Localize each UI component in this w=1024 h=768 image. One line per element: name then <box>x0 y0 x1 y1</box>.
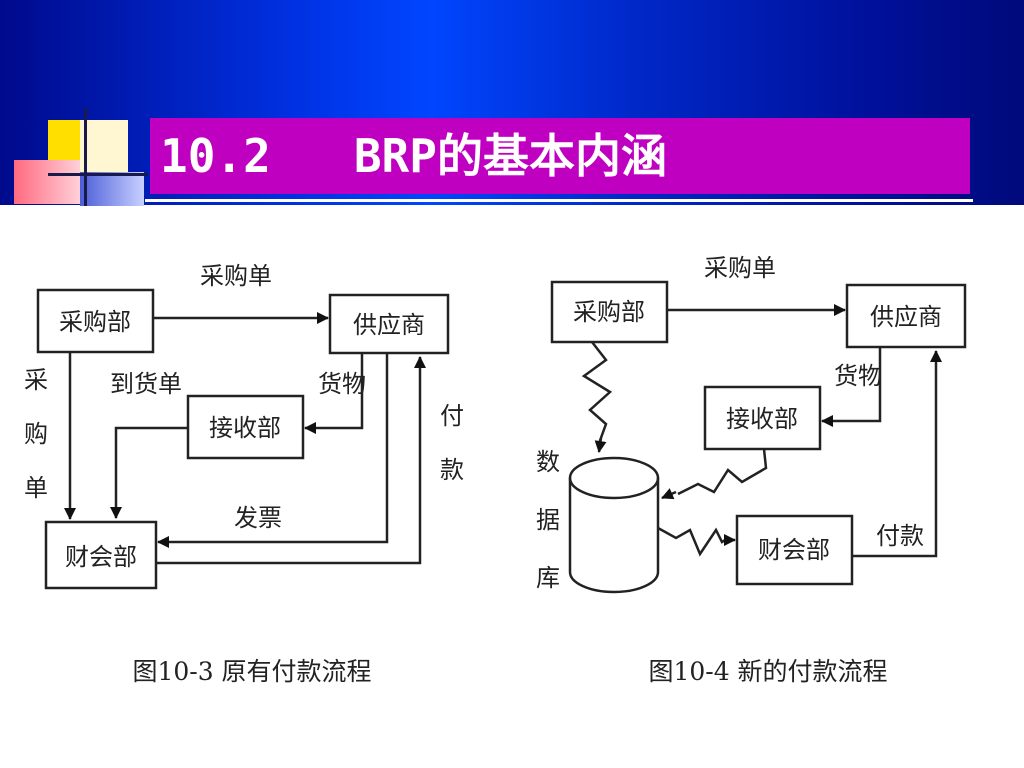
right-node-receiving-box <box>703 385 822 451</box>
left-node-finance: 财会部 <box>65 543 137 571</box>
decor-white-square <box>80 120 128 172</box>
right-link-database-finance <box>657 526 729 557</box>
left-diagram-text: 采购部 供应商 接收部 财会部 采购单 采 购 单 到货单 货物 付 款 发票 … <box>24 262 464 686</box>
left-node-finance-box <box>44 520 158 590</box>
slide-title: 10.2 BRP的基本内涵 <box>160 129 667 183</box>
right-arrow-payment <box>852 350 942 558</box>
right-arrow-goods <box>821 347 882 427</box>
left-label-purchase-order: 采购单 <box>200 262 272 290</box>
right-label-purchase-order: 采购单 <box>704 254 776 282</box>
database-cylinder <box>568 456 660 594</box>
left-label-invoice: 发票 <box>234 504 282 532</box>
right-link-purchasing-database <box>581 341 613 447</box>
right-diagram <box>550 280 967 594</box>
right-node-supplier: 供应商 <box>870 303 942 331</box>
left-node-supplier-box <box>328 293 450 355</box>
right-caption: 图10-4 新的付款流程 <box>648 657 887 686</box>
left-label-payment-v2: 款 <box>440 456 464 484</box>
right-label-goods: 货物 <box>834 362 882 390</box>
right-node-receiving: 接收部 <box>726 405 798 433</box>
right-diagram-text: 采购部 供应商 接收部 财会部 数 据 库 采购单 货物 付款 图10-4 新的… <box>536 254 942 686</box>
left-arrow-payment <box>156 356 426 565</box>
right-node-database-v2: 据 <box>536 506 560 534</box>
left-arrow-invoice <box>157 353 389 548</box>
left-arrow-delivery-note <box>110 426 188 519</box>
left-label-payment-v1: 付 <box>440 402 464 430</box>
left-diagram <box>36 288 450 590</box>
title-bar: 10.2 BRP的基本内涵 <box>150 118 970 194</box>
decor-vertical-line <box>84 108 87 206</box>
right-link-receiving-database-head <box>661 488 677 500</box>
left-label-purchase-order-v3: 单 <box>24 474 48 502</box>
title-underline <box>145 199 973 202</box>
right-node-finance: 财会部 <box>758 536 830 564</box>
right-node-purchasing-box <box>550 280 669 344</box>
decor-blue-square <box>80 172 144 206</box>
right-link-receiving-database <box>677 448 768 496</box>
left-label-purchase-order-v2: 购 <box>24 420 48 448</box>
left-label-delivery-note: 到货单 <box>110 370 182 398</box>
left-caption: 图10-3 原有付款流程 <box>132 657 371 686</box>
decor-horizontal-line <box>48 173 148 176</box>
right-label-payment: 付款 <box>876 522 924 550</box>
left-node-receiving: 接收部 <box>209 414 281 442</box>
right-node-finance-box <box>735 514 854 586</box>
decor-red-square <box>14 160 80 204</box>
left-arrow-goods <box>304 353 364 434</box>
left-node-purchasing-box <box>36 288 155 354</box>
right-node-database-v1: 数 <box>536 448 560 476</box>
left-node-supplier: 供应商 <box>353 311 425 339</box>
left-label-goods: 货物 <box>318 370 366 398</box>
right-node-purchasing: 采购部 <box>573 298 645 326</box>
right-node-supplier-box <box>845 283 967 349</box>
left-label-purchase-order-v1: 采 <box>24 366 48 394</box>
right-link-purchasing-database-head <box>594 437 607 453</box>
right-node-database-v3: 库 <box>536 564 560 592</box>
left-node-purchasing: 采购部 <box>59 308 131 336</box>
